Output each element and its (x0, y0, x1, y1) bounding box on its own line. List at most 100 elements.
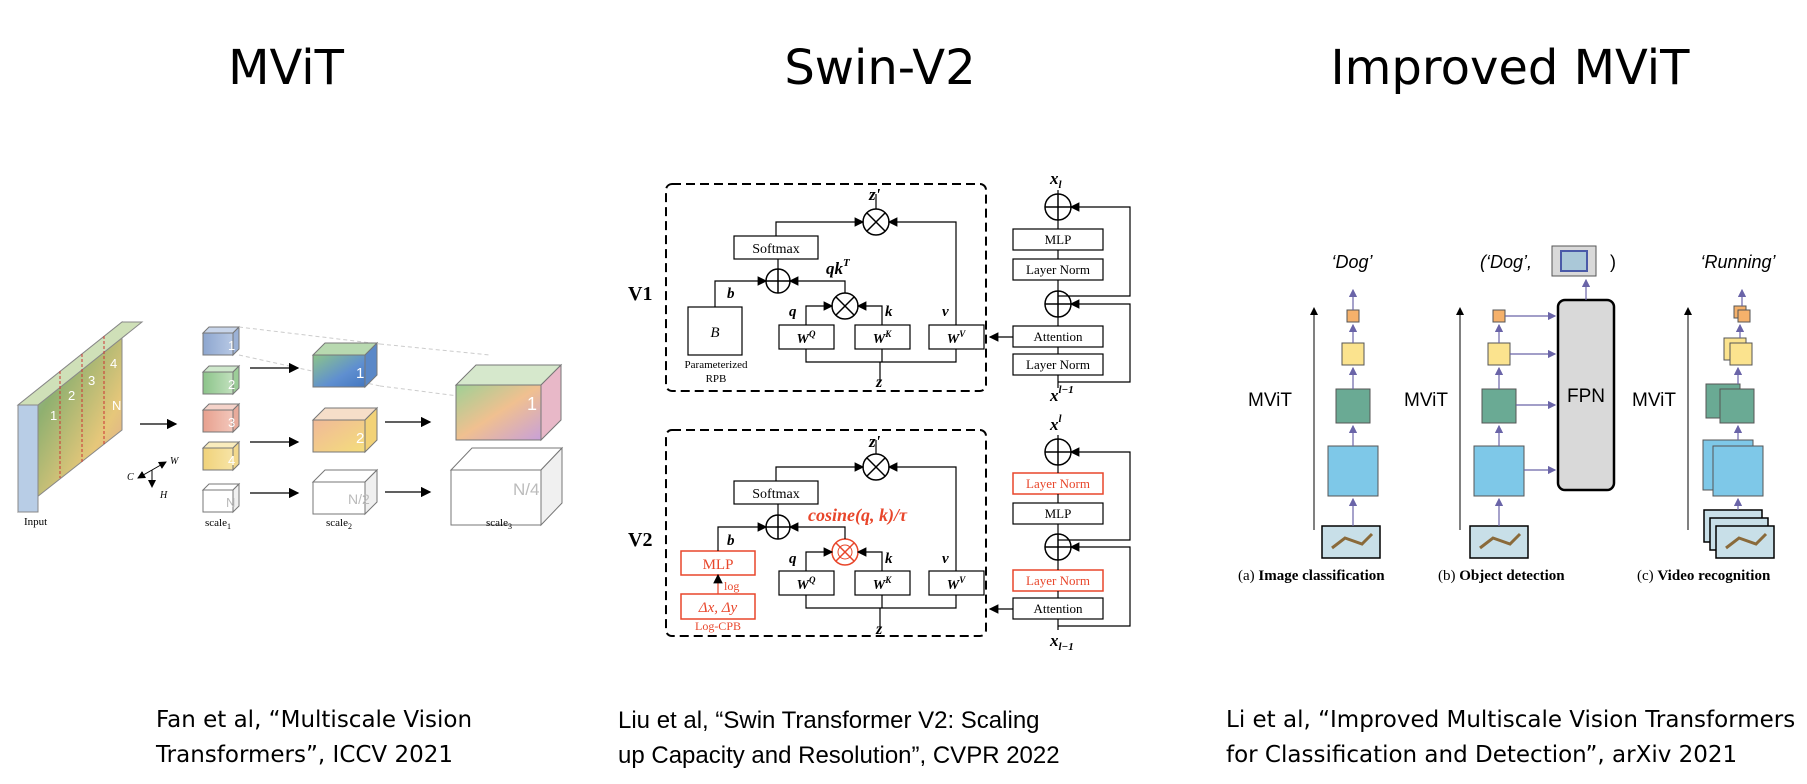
improved-mvit-diagram: ‘Dog’ MViT (a) Image classification (‘Do… (1238, 245, 1777, 584)
scale2-cubes: 1 2 N/2 (311, 341, 379, 516)
svg-text:(b) Object detection: (b) Object detection (1438, 568, 1565, 584)
svg-text:N/2: N/2 (348, 491, 370, 507)
v2-mlp-box (680, 550, 756, 576)
citation-line: Liu et al, “Swin Transformer V2: Scaling (618, 707, 1040, 734)
svg-text:WK: WK (873, 329, 892, 347)
svg-text:1: 1 (356, 365, 364, 382)
v2-attention-box (665, 429, 987, 637)
svg-text:Layer Norm: Layer Norm (1026, 262, 1090, 277)
svg-text:z': z' (868, 432, 881, 451)
input-stripe-label: 3 (88, 373, 95, 388)
svg-text:z: z (875, 621, 883, 638)
citation-line: Fan et al, “Multiscale Vision (156, 707, 473, 733)
svg-text:log: log (724, 579, 739, 593)
svg-text:xl: xl (1049, 413, 1063, 434)
svg-text:WQ: WQ (797, 329, 816, 347)
svg-text:q: q (789, 304, 797, 320)
svg-text:k: k (885, 304, 893, 320)
svg-text:B: B (710, 325, 719, 341)
svg-text:4: 4 (228, 453, 235, 468)
svg-text:v: v (942, 304, 949, 320)
cosine-label: cosine(q, k)/τ (808, 505, 908, 526)
svg-text:MLP: MLP (1045, 232, 1072, 247)
svg-text:Softmax: Softmax (752, 242, 799, 257)
svg-text:3: 3 (228, 415, 235, 430)
axis-w-label: W (170, 456, 180, 467)
input-stripe-label: 1 (50, 408, 57, 423)
svg-text:z': z' (868, 185, 881, 204)
panel-video-recognition: ‘Running’ MViT ( (1632, 252, 1777, 584)
mvit-citation: Fan et al, “Multiscale Vision Transforme… (156, 703, 472, 773)
svg-text:Layer Norm: Layer Norm (1026, 476, 1090, 491)
cube-s3-n: N/4 (449, 446, 564, 527)
citation-line: for Classification and Detection”, arXiv… (1226, 742, 1738, 768)
mvit-diagram: 1 2 3 4 N Input C W H 1 (16, 320, 564, 531)
svg-text:Layer Norm: Layer Norm (1026, 573, 1090, 588)
svg-text:b: b (727, 533, 735, 549)
svg-text:‘Running’: ‘Running’ (1700, 252, 1776, 272)
v2-transformer-block: xl Layer Norm MLP Layer Norm Attention x… (988, 413, 1131, 653)
v1-transformer-block: xl MLP Layer Norm Attention Layer Norm x… (988, 169, 1131, 405)
svg-text:MLP: MLP (703, 557, 734, 573)
scale1-cubes: 1 2 3 4 (201, 325, 241, 514)
svg-text:WV: WV (947, 575, 966, 593)
svg-text:MViT: MViT (1248, 390, 1292, 411)
svg-text:(a) Image classification: (a) Image classification (1238, 568, 1385, 584)
scale1-label: scale1 (205, 517, 231, 531)
v1-wq (778, 324, 835, 350)
svg-text:‘Dog’: ‘Dog’ (1331, 252, 1373, 272)
improved-citation: Li et al, “Improved Multiscale Vision Tr… (1226, 703, 1795, 773)
axis-icon (137, 461, 167, 488)
svg-text:MLP: MLP (1045, 506, 1072, 521)
svg-text:Attention: Attention (1033, 601, 1083, 616)
svg-text:Log-CPB: Log-CPB (695, 619, 741, 633)
v1-rpb-box (687, 306, 743, 356)
svg-text:1: 1 (527, 394, 537, 414)
video-frames (1703, 509, 1775, 559)
scale2-label: scale2 (326, 517, 352, 531)
citation-line: Transformers”, ICCV 2021 (156, 742, 454, 768)
scale3-cubes: 1 N/4 (449, 363, 564, 527)
improved-mvit-title: Improved MViT (1330, 40, 1690, 96)
svg-text:2: 2 (228, 377, 235, 392)
cube-s2-1: 1 (311, 341, 379, 389)
svg-text:FPN: FPN (1567, 386, 1605, 407)
svg-text:N/4: N/4 (513, 480, 539, 499)
input-stripe-label: 2 (68, 388, 75, 403)
input-volume: 1 2 3 4 N (16, 320, 144, 514)
swin-citation: Liu et al, “Swin Transformer V2: Scaling… (618, 703, 1060, 773)
cube-4: 4 (201, 440, 241, 472)
cube-3: 3 (201, 402, 241, 434)
svg-text:WQ: WQ (797, 575, 816, 593)
v1-wv (928, 324, 985, 350)
svg-text:k: k (885, 551, 893, 567)
v1-attention-box (665, 183, 987, 392)
svg-text:(c) Video recognition: (c) Video recognition (1637, 568, 1771, 584)
svg-text:RPB: RPB (706, 373, 727, 385)
cube-s2-2: 2 (311, 406, 379, 454)
mvit-title: MViT (228, 40, 344, 96)
v2-label: V2 (628, 529, 652, 551)
swin-v2-diagram: V1 z' Softmax qkT b q k v B Parameterize… (628, 169, 1131, 653)
v1-label: V1 (628, 283, 652, 305)
citation-line: up Capacity and Resolution”, CVPR 2022 (618, 742, 1060, 769)
svg-text:(‘Dog’,: (‘Dog’, (1480, 252, 1532, 272)
v2-delta-box (680, 593, 756, 620)
scale3-label: scale3 (486, 517, 512, 531)
input-stripe-label: N (112, 398, 121, 413)
svg-text:q: q (789, 551, 797, 567)
svg-text:2: 2 (356, 430, 364, 447)
citation-line: Li et al, “Improved Multiscale Vision Tr… (1226, 707, 1796, 733)
svg-text:b: b (727, 286, 735, 302)
panel-object-detection: (‘Dog’, ) MViT FPN (1404, 245, 1616, 584)
swin-title: Swin-V2 (784, 40, 976, 96)
svg-text:Layer Norm: Layer Norm (1026, 357, 1090, 372)
axis-c-label: C (127, 472, 134, 483)
panel-image-classification: ‘Dog’ MViT (a) Image classification (1238, 252, 1385, 584)
svg-text:Softmax: Softmax (752, 487, 799, 502)
svg-text:xl−1: xl−1 (1049, 384, 1074, 405)
svg-text:WV: WV (947, 329, 966, 347)
svg-text:xl: xl (1049, 169, 1063, 191)
cube-s3-1: 1 (454, 363, 563, 442)
